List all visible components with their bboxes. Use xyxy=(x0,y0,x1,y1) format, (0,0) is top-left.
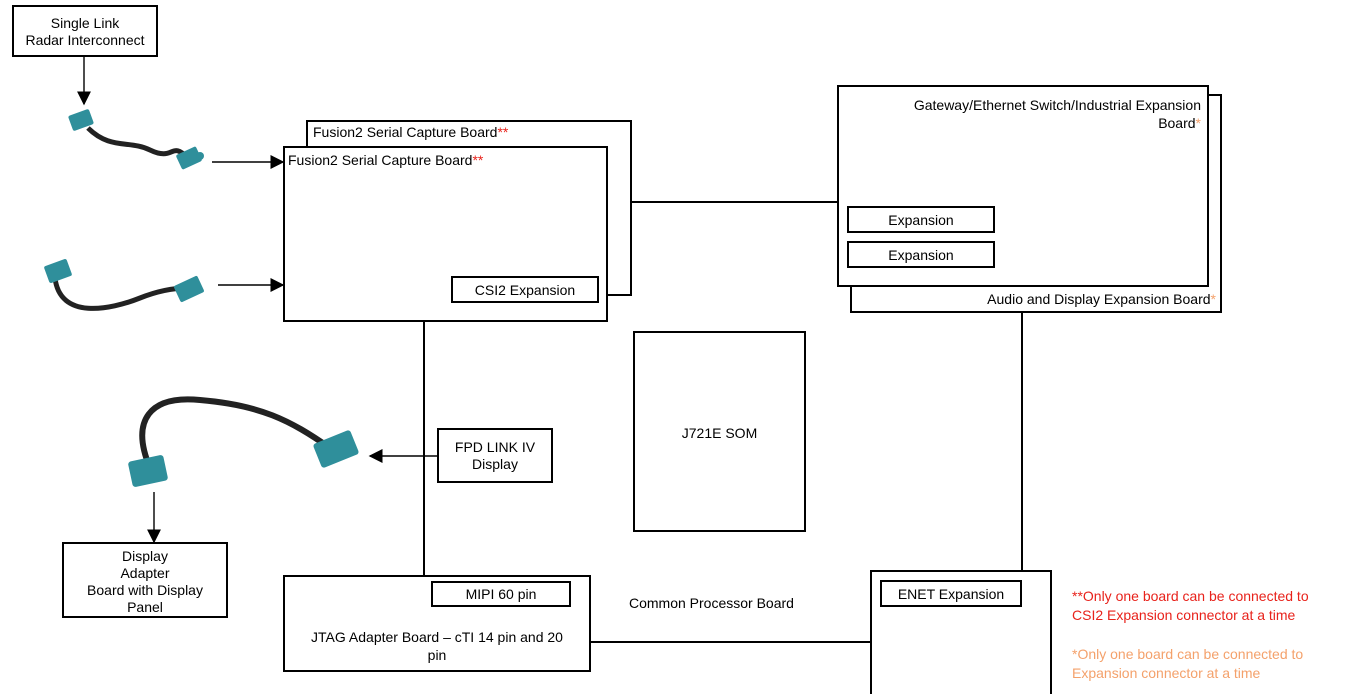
red-note-line1: **Only one board can be connected to xyxy=(1072,588,1309,604)
display-adapter-line4: Panel xyxy=(127,599,163,615)
display-cable-icon xyxy=(128,396,359,487)
csi2-expansion-box: CSI2 Expansion xyxy=(451,276,599,303)
expansion-box-1: Expansion xyxy=(847,206,995,233)
mipi-60-pin-box: MIPI 60 pin xyxy=(431,581,571,607)
display-adapter-box: Display Adapter Board with Display Panel xyxy=(62,542,228,618)
common-processor-label: Common Processor Board xyxy=(629,595,794,611)
audio-label: Audio and Display Expansion Board* xyxy=(987,291,1216,307)
fpd-line2: Display xyxy=(472,456,518,472)
fusion-back-mark: ** xyxy=(497,124,509,140)
fpd-line1: FPD LINK IV xyxy=(454,439,536,455)
fusion-back-label: Fusion2 Serial Capture Board** xyxy=(313,124,509,140)
enet-label: ENET Expansion xyxy=(897,586,1005,602)
red-note-line2: CSI2 Expansion connector at a time xyxy=(1072,607,1296,623)
expansion1-label: Expansion xyxy=(888,212,954,228)
fakra-cable-icon xyxy=(44,259,204,311)
orange-note: *Only one board can be connected to Expa… xyxy=(1072,645,1303,683)
gateway-line2-wrap: Board* xyxy=(1158,115,1201,131)
red-note: **Only one board can be connected to CSI… xyxy=(1072,587,1309,625)
radar-line2: Radar Interconnect xyxy=(25,32,145,48)
expansion2-label: Expansion xyxy=(888,247,954,263)
enet-expansion-box: ENET Expansion xyxy=(880,580,1022,607)
radar-line1: Single Link xyxy=(50,15,120,31)
audio-mark: * xyxy=(1210,291,1216,307)
radar-cable-icon xyxy=(68,109,204,170)
mipi-label: MIPI 60 pin xyxy=(465,586,537,602)
orange-note-line1: *Only one board can be connected to xyxy=(1072,646,1304,662)
fpd-link-box: FPD LINK IV Display xyxy=(437,428,553,483)
jtag-line2: pin xyxy=(427,647,447,663)
j721e-som-box: J721E SOM xyxy=(633,331,806,532)
expansion-box-2: Expansion xyxy=(847,241,995,268)
display-adapter-line1: Display xyxy=(122,548,168,564)
display-adapter-line3: Board with Display xyxy=(87,582,203,598)
radar-interconnect-box: Single Link Radar Interconnect xyxy=(12,5,158,57)
gateway-mark: * xyxy=(1195,115,1201,131)
orange-note-line2: Expansion connector at a time xyxy=(1072,665,1261,681)
gateway-line1: Gateway/Ethernet Switch/Industrial Expan… xyxy=(913,97,1201,113)
fusion-front-mark: ** xyxy=(472,152,484,168)
fusion-front-label: Fusion2 Serial Capture Board** xyxy=(288,152,484,168)
som-label: J721E SOM xyxy=(681,425,758,441)
csi2-label: CSI2 Expansion xyxy=(474,282,576,298)
display-adapter-line2: Adapter xyxy=(120,565,170,581)
jtag-line1: JTAG Adapter Board – cTI 14 pin and 20 xyxy=(311,629,563,645)
